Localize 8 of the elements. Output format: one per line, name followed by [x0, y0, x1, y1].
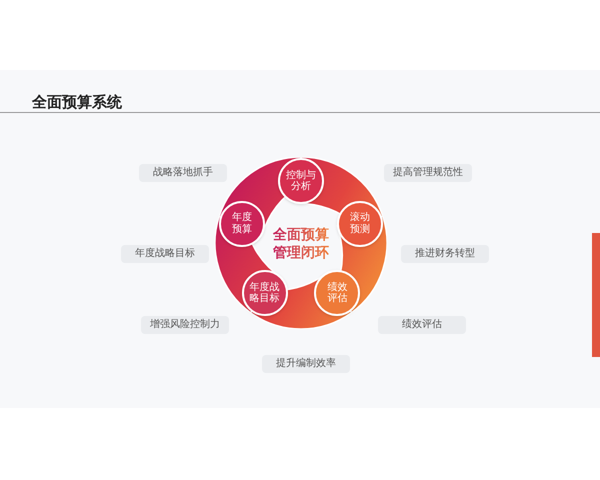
benefit-tag: 年度战略目标: [121, 245, 209, 263]
benefit-tag: 提高管理规范性: [384, 164, 472, 182]
benefit-tag: 推进财务转型: [401, 245, 489, 263]
benefit-tag: 增强风险控制力: [141, 316, 229, 334]
benefit-tag: 绩效评估: [378, 316, 466, 334]
page-title: 全面预算系统: [32, 94, 122, 112]
benefit-tag: 战略落地抓手: [139, 164, 227, 182]
benefit-tag: 提升编制效率: [262, 355, 350, 373]
